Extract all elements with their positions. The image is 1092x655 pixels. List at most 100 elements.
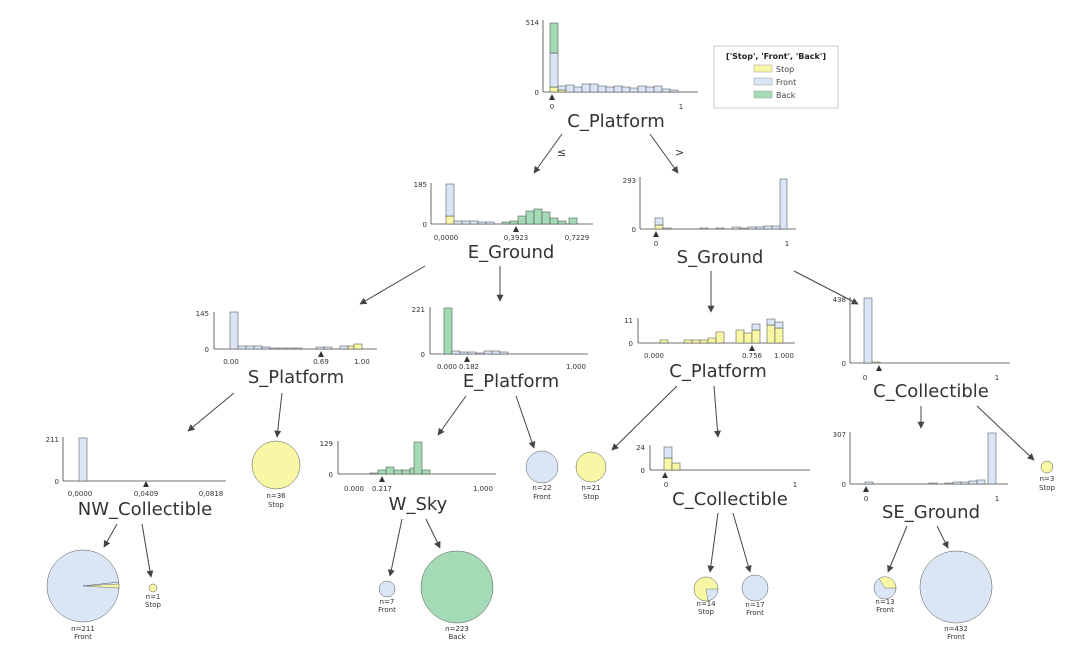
leaf-n1-stop: n=1 Stop	[145, 583, 162, 609]
node-s-ground: 293 0 0 1 S_Ground	[623, 177, 796, 268]
feature-label: E_Ground	[468, 242, 555, 263]
node-se-ground: 307 0 0 1 SE_Ground	[833, 431, 1008, 523]
leaf-count: n=7	[380, 598, 395, 606]
edge-n9-L9	[707, 512, 719, 573]
leaf-pie	[378, 580, 396, 598]
x-tick-label: 1	[995, 374, 999, 382]
leaf-count: n=36	[266, 492, 286, 500]
leaf-count: n=14	[696, 600, 716, 608]
edge-n5-L3	[611, 385, 678, 451]
split-marker	[513, 226, 519, 232]
leaf-class: Stop	[583, 493, 599, 501]
y-max-label: 129	[320, 440, 333, 448]
leaf-class: Front	[378, 606, 396, 614]
leaf-pie-slice	[82, 583, 120, 589]
x-tick-label: 0.000	[644, 352, 664, 360]
leaf-pie	[251, 440, 301, 490]
leaf-n14-stop: n=14 Stop	[693, 576, 719, 616]
feature-label: C_Collectible	[672, 489, 788, 510]
edge-n10-L11	[887, 525, 908, 573]
edge-n7-L6	[141, 523, 154, 578]
leaf-count: n=3	[1040, 475, 1055, 483]
leaf-class: Front	[947, 633, 965, 641]
legend-label-front: Front	[776, 78, 796, 87]
y-zero-label: 0	[641, 467, 645, 475]
edge-n4-n8	[437, 395, 467, 436]
y-max-label: 438	[833, 296, 846, 304]
split-marker	[464, 356, 470, 362]
x-tick-label: 0.000	[437, 363, 457, 371]
leaf-n13-front: n=13 Front	[873, 576, 897, 614]
y-zero-label: 0	[421, 351, 425, 359]
edge-n8-L7	[387, 518, 403, 577]
edge-n3-L1	[274, 392, 283, 438]
leaf-n7-front: n=7 Front	[378, 580, 396, 614]
y-zero-label: 0	[629, 340, 633, 348]
y-zero-label: 0	[205, 346, 209, 354]
leaf-pie	[420, 550, 494, 624]
leaf-class: Stop	[1039, 484, 1055, 492]
node-s-platform: 145 0 0.00 0.69 1.00 S_Platform	[196, 310, 377, 388]
x-tick-label: 1	[679, 103, 683, 111]
legend: ['Stop', 'Front', 'Back'] Stop Front Bac…	[713, 45, 839, 109]
y-zero-label: 0	[842, 481, 846, 489]
leaf-n21-stop: n=21 Stop	[575, 451, 607, 501]
x-tick-label: 1.000	[473, 485, 493, 493]
leaf-n211-front: n=211 Front	[46, 549, 120, 641]
edge-n5-n9	[713, 385, 721, 438]
leaf-class: Stop	[698, 608, 714, 616]
leaf-pie	[741, 574, 769, 602]
leaf-pie	[525, 450, 559, 484]
feature-label: S_Ground	[677, 247, 764, 268]
x-tick-label: 0,3923	[504, 234, 529, 242]
edge-n2-n6	[793, 270, 859, 305]
y-zero-label: 0	[329, 471, 333, 479]
leaf-class: Stop	[145, 601, 161, 609]
x-tick-label: 1	[995, 495, 999, 503]
leaf-class: Front	[74, 633, 92, 641]
edge-n8-L8	[425, 518, 441, 549]
leaf-count: n=1	[146, 593, 161, 601]
split-marker	[379, 476, 385, 482]
legend-swatch-front	[753, 77, 773, 86]
histogram-bars	[443, 307, 509, 355]
leaf-n432-front: n=432 Front	[919, 550, 993, 641]
node-nw-collectible: 211 0 0,0000 0,0409 0,0818 NW_Collectibl…	[46, 436, 226, 520]
histogram-bars	[863, 297, 881, 364]
legend-swatch-stop	[753, 64, 773, 73]
x-tick-label: 0,0000	[434, 234, 459, 242]
leaf-count: n=13	[875, 598, 894, 606]
y-max-label: 307	[833, 431, 846, 439]
leaf-n17-front: n=17 Front	[741, 574, 769, 617]
node-c-collectible-upper: 438 0 0 1 C_Collectible	[833, 296, 1010, 402]
tree-edges	[103, 133, 1035, 578]
edge-root-left	[533, 133, 563, 174]
x-tick-label: 0.00	[223, 358, 239, 366]
node-e-ground: 185 0 0,0000 0,3923 0,7229 E_Ground	[414, 181, 593, 263]
split-marker	[863, 486, 869, 492]
x-tick-label: 0,0818	[199, 490, 224, 498]
y-max-label: 211	[46, 436, 59, 444]
split-marker	[549, 94, 555, 100]
y-max-label: 24	[636, 444, 645, 452]
histogram-bars	[663, 446, 681, 471]
y-max-label: 221	[412, 306, 425, 314]
leaf-pie-slice	[878, 576, 897, 589]
split-marker	[876, 365, 882, 371]
y-zero-label: 0	[55, 478, 59, 486]
split-marker	[662, 472, 668, 478]
legend-title: ['Stop', 'Front', 'Back']	[726, 52, 826, 61]
y-zero-label: 0	[535, 89, 539, 97]
y-zero-label: 0	[423, 221, 427, 229]
histogram-bars	[659, 318, 784, 344]
leaf-n223-back: n=223 Back	[420, 550, 494, 641]
x-tick-label: 0.000	[344, 485, 364, 493]
y-zero-label: 0	[842, 360, 846, 368]
histogram-bars	[549, 22, 679, 93]
leaf-pie-slice	[705, 588, 719, 602]
y-max-label: 185	[414, 181, 427, 189]
x-tick-label: 1.000	[774, 352, 794, 360]
x-tick-label: 1.000	[566, 363, 586, 371]
legend-label-stop: Stop	[776, 65, 794, 74]
